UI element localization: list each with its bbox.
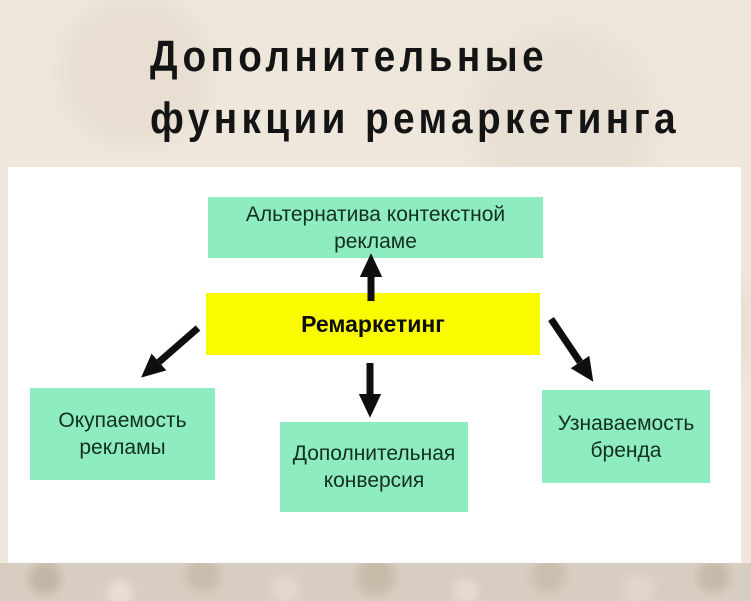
- node-additional-conversion: Дополнительная конверсия: [280, 422, 468, 512]
- page-title-line-1: Дополнительные: [150, 32, 549, 81]
- arrow-down-left-icon: [141, 325, 201, 378]
- footer-texture-strip: [0, 563, 751, 601]
- diagram-panel: Альтернатива контекстной рекламе Ремарке…: [8, 167, 741, 563]
- node-label: Окупаемость рекламы: [58, 409, 187, 459]
- node-brand-awareness: Узнаваемость бренда: [542, 390, 710, 483]
- node-label: Узнаваемость бренда: [557, 411, 695, 462]
- node-ad-payback: Окупаемость рекламы: [30, 388, 215, 480]
- node-label: Альтернатива контекстной рекламе: [245, 202, 506, 253]
- node-label: Ремаркетинг: [301, 310, 445, 337]
- node-alternative-to-contextual-ads: Альтернатива контекстной рекламе: [208, 197, 543, 258]
- page-title-line-2: функции ремаркетинга: [150, 94, 681, 143]
- page-title: Дополнительные функции ремаркетинга: [150, 26, 680, 150]
- arrow-down-right-icon: [548, 317, 594, 382]
- node-remarketing: Ремаркетинг: [206, 293, 540, 355]
- node-label: Дополнительная конверсия: [292, 442, 456, 492]
